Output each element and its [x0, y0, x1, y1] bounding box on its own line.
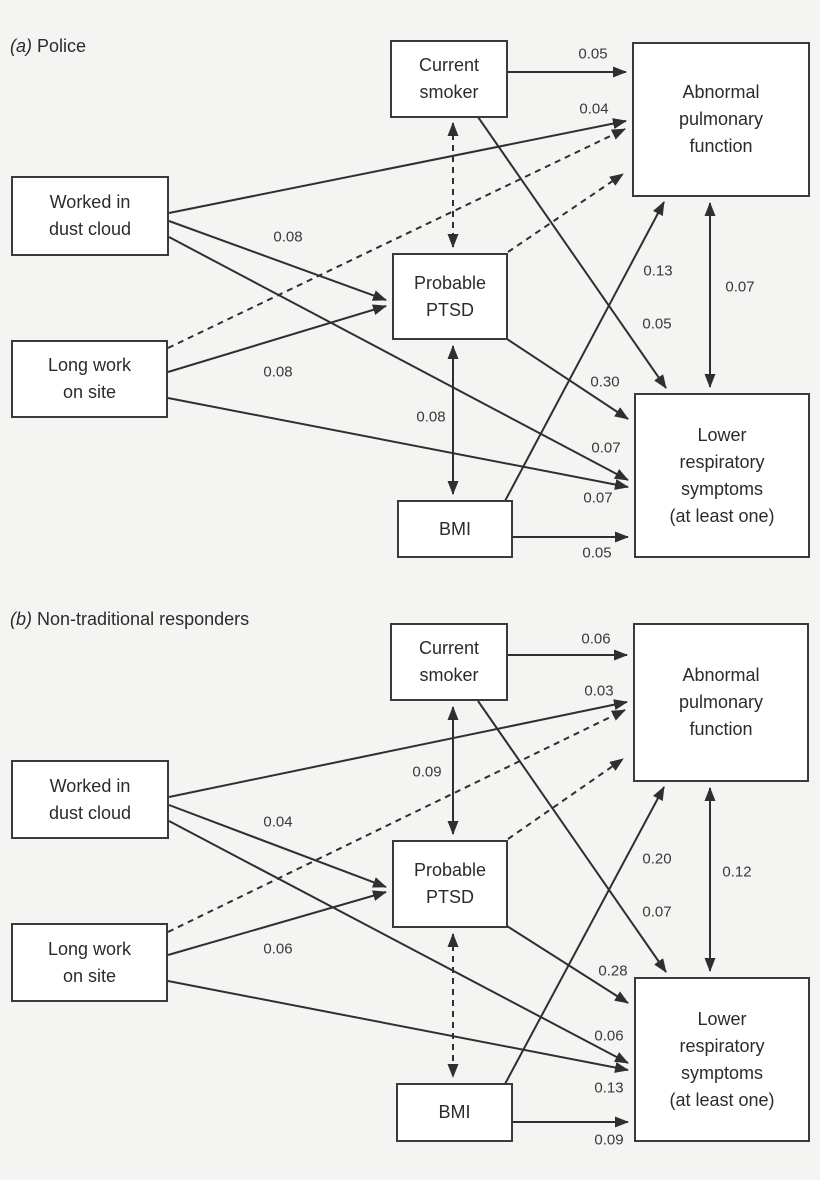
- node-b-probable-ptsd: Probable PTSD: [392, 840, 508, 928]
- edge-a-long-to-lrs: [167, 397, 629, 490]
- coef-b-long-to-lrs: 0.13: [594, 1079, 624, 1097]
- node-a-worked-in-dust-cloud: Worked in dust cloud: [11, 176, 169, 256]
- coef-a-apf-lrs-covariance: 0.07: [725, 278, 755, 296]
- edge-b-long-to-ptsd: [167, 890, 387, 956]
- coef-a-ptsd-to-lrs: 0.30: [590, 373, 620, 391]
- edge-b-ptsd-to-apf-dashed: [507, 758, 624, 840]
- panel-b-edges: [167, 649, 716, 1128]
- coef-b-worked-to-lrs: 0.06: [594, 1027, 624, 1045]
- edge-a-worked-to-apf: [168, 118, 627, 214]
- coef-b-ptsd-to-lrs: 0.28: [598, 962, 628, 980]
- node-a-lower-respiratory-symptoms: Lower respiratory symptoms (at least one…: [634, 393, 810, 558]
- coef-a-worked-to-ptsd: 0.08: [273, 228, 303, 246]
- edge-a-worked-to-lrs: [168, 236, 629, 481]
- edge-b-smoker-to-lrs: [477, 700, 667, 973]
- panel-b-label: (b): [10, 609, 32, 629]
- edge-b-worked-to-lrs: [168, 820, 629, 1064]
- coef-a-smoker-to-apf: 0.05: [578, 45, 608, 63]
- coef-b-bmi-to-apf: 0.20: [642, 850, 672, 868]
- edge-a-bmi-to-apf: [504, 201, 665, 502]
- edge-a-worked-to-ptsd: [168, 220, 387, 301]
- panel-a-edges: [167, 66, 716, 543]
- edge-a-smoker-to-lrs: [477, 116, 667, 389]
- coef-b-smoker-to-apf: 0.06: [581, 630, 611, 648]
- node-a-long-work-on-site: Long work on site: [11, 340, 168, 418]
- coef-a-bmi-to-lrs: 0.05: [582, 544, 612, 562]
- edge-a-long-to-ptsd: [167, 304, 387, 373]
- coef-b-apf-lrs-covariance: 0.12: [722, 863, 752, 881]
- edge-a-long-to-apf-dashed: [167, 128, 626, 349]
- coef-b-smoker-ptsd-covariance: 0.09: [412, 763, 442, 781]
- node-a-probable-ptsd: Probable PTSD: [392, 253, 508, 340]
- coef-b-bmi-to-lrs: 0.09: [594, 1131, 624, 1149]
- coef-b-smoker-to-lrs: 0.07: [642, 903, 672, 921]
- panel-a-title: (a) Police: [10, 36, 86, 57]
- edge-b-long-to-lrs: [167, 980, 629, 1073]
- node-a-current-smoker: Current smoker: [390, 40, 508, 118]
- panel-b-title: (b) Non-traditional responders: [10, 609, 249, 630]
- node-a-bmi: BMI: [397, 500, 513, 558]
- node-b-worked-in-dust-cloud: Worked in dust cloud: [11, 760, 169, 839]
- coef-a-long-to-ptsd: 0.08: [263, 363, 293, 381]
- edge-b-worked-to-apf: [168, 699, 628, 798]
- coef-a-ptsd-bmi-covariance: 0.08: [416, 408, 446, 426]
- coef-b-long-to-ptsd: 0.06: [263, 940, 293, 958]
- node-b-bmi: BMI: [396, 1083, 513, 1142]
- edge-b-long-to-apf-dashed: [167, 709, 626, 933]
- node-b-abnormal-pulmonary-function: Abnormal pulmonary function: [633, 623, 809, 782]
- coef-a-smoker-to-lrs: 0.05: [642, 315, 672, 333]
- node-b-lower-respiratory-symptoms: Lower respiratory symptoms (at least one…: [634, 977, 810, 1142]
- node-b-current-smoker: Current smoker: [390, 623, 508, 701]
- node-a-abnormal-pulmonary-function: Abnormal pulmonary function: [632, 42, 810, 197]
- edge-b-bmi-to-apf: [504, 786, 665, 1085]
- panel-a-title-text: Police: [37, 36, 87, 56]
- panel-b-title-text: Non-traditional responders: [37, 609, 250, 629]
- panel-a-label: (a): [10, 36, 32, 56]
- coef-a-worked-to-lrs: 0.07: [591, 439, 621, 457]
- edge-a-ptsd-to-lrs: [506, 338, 629, 420]
- edge-a-ptsd-to-apf-dashed: [507, 173, 624, 253]
- coef-a-bmi-to-apf: 0.13: [643, 262, 673, 280]
- coef-b-worked-to-ptsd: 0.04: [263, 813, 293, 831]
- edge-b-worked-to-ptsd: [168, 804, 387, 888]
- node-b-long-work-on-site: Long work on site: [11, 923, 168, 1002]
- edge-b-ptsd-to-lrs: [506, 925, 629, 1004]
- coef-b-worked-to-apf: 0.03: [584, 682, 614, 700]
- coef-a-long-to-lrs: 0.07: [583, 489, 613, 507]
- coef-a-worked-to-apf: 0.04: [579, 100, 609, 118]
